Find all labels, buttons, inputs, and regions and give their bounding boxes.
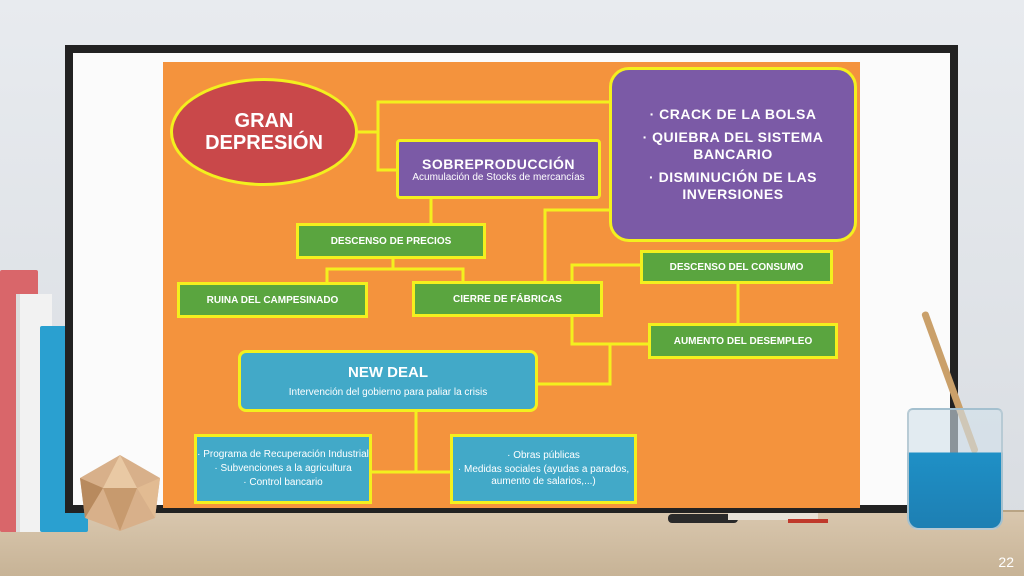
obras-item: · Obras públicas (507, 450, 580, 461)
descenso-consumo-box: DESCENSO DEL CONSUMO (640, 250, 833, 284)
cierre-fabricas-label: CIERRE DE FÁBRICAS (453, 293, 562, 305)
sobreproduccion-title: SOBREPRODUCCIÓN (422, 155, 575, 172)
gran-line1: GRAN (234, 110, 294, 132)
descenso-precios-box: DESCENSO DE PRECIOS (296, 223, 486, 259)
concept-map: GRAN DEPRESIÓN SOBREPRODUCCIÓN Acumulaci… (163, 62, 860, 508)
sobreproduccion-box: SOBREPRODUCCIÓN Acumulación de Stocks de… (396, 139, 601, 199)
desk (0, 512, 1024, 576)
marker-decoration (668, 513, 828, 523)
cierre-fabricas-box: CIERRE DE FÁBRICAS (412, 281, 603, 317)
cause-crack: · CRACK DE LA BOLSA (649, 106, 817, 122)
programa-box: · Programa de Recuperación Industrial · … (194, 434, 372, 504)
glass-jar-decoration (907, 408, 1003, 530)
programa-item: · Programa de Recuperación Industrial (197, 449, 369, 460)
descenso-consumo-label: DESCENSO DEL CONSUMO (669, 261, 804, 273)
connector-lines (325, 100, 740, 474)
obras-box: · Obras públicas · Medidas sociales (ayu… (450, 434, 637, 504)
obras-item: · Medidas sociales (ayudas a parados, au… (457, 464, 630, 487)
programa-item: · Subvenciones a la agricultura (214, 463, 352, 474)
cause-disminucion: · DISMINUCIÓN DE LAS INVERSIONES (649, 169, 817, 202)
new-deal-box: NEW DEAL Intervención del gobierno para … (238, 350, 538, 412)
descenso-precios-label: DESCENSO DE PRECIOS (330, 235, 452, 247)
causes-box: · CRACK DE LA BOLSA · QUIEBRA DEL SISTEM… (609, 67, 857, 242)
gran-line2: DEPRESIÓN (205, 132, 323, 154)
aumento-desempleo-box: AUMENTO DEL DESEMPLEO (648, 323, 838, 359)
ruina-campesinado-label: RUINA DEL CAMPESINADO (206, 294, 339, 306)
ruina-campesinado-box: RUINA DEL CAMPESINADO (177, 282, 368, 318)
cause-quiebra: · QUIEBRA DEL SISTEMA BANCARIO (642, 129, 824, 162)
programa-item: · Control bancario (243, 477, 323, 488)
new-deal-title: NEW DEAL (348, 364, 428, 381)
aumento-desempleo-label: AUMENTO DEL DESEMPLEO (673, 335, 813, 347)
page-number: 22 (998, 554, 1014, 570)
gran-depresion-ellipse: GRAN DEPRESIÓN (170, 78, 358, 186)
sobreproduccion-subtitle: Acumulación de Stocks de mercancías (412, 171, 585, 183)
wooden-polyhedron-decoration (80, 455, 160, 531)
new-deal-subtitle: Intervención del gobierno para paliar la… (288, 387, 488, 398)
